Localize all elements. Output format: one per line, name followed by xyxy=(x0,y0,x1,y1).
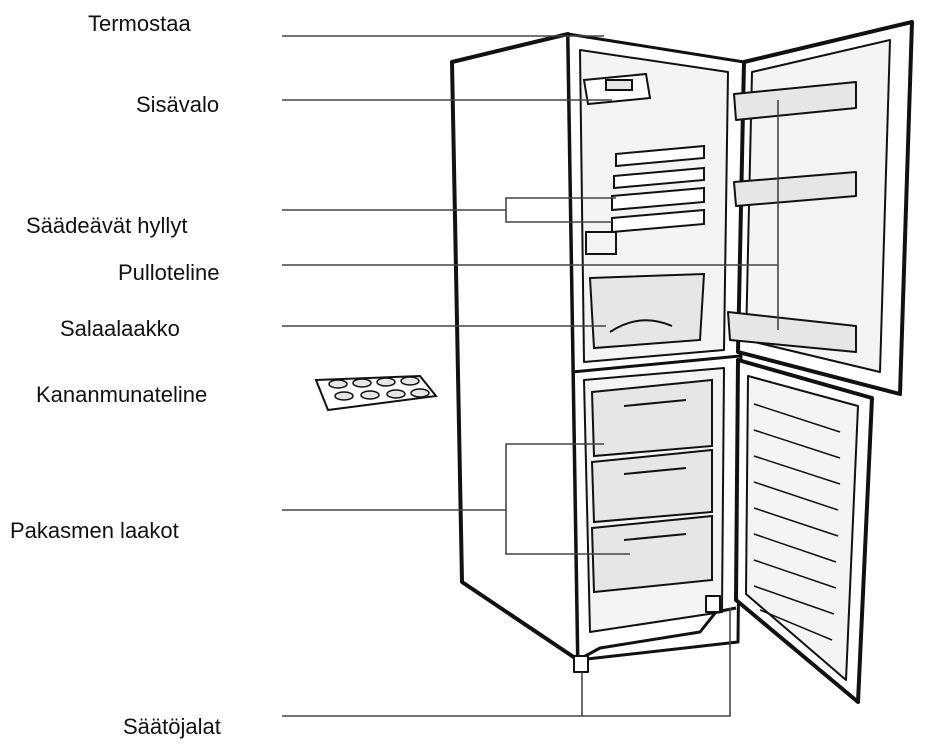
shelf-3 xyxy=(611,186,705,212)
label-adjustable-feet: Säätöjalat xyxy=(123,714,221,739)
leader-freezer-drawers xyxy=(282,443,630,555)
freezer-drawer-2 xyxy=(590,448,713,524)
fridge-contents xyxy=(582,72,706,350)
cabinet-side-panel xyxy=(450,32,580,662)
compartment-divider xyxy=(571,354,741,374)
door-bin-2 xyxy=(733,171,857,207)
leader-lines xyxy=(282,35,779,717)
leader-shelves xyxy=(282,197,616,223)
front-left-foot xyxy=(573,655,589,673)
label-group: Termostaa Sisävalo Säädeävät hyllyt Pull… xyxy=(10,11,221,739)
freezer-door-inner xyxy=(745,375,859,681)
label-freezer-drawers: Pakasmen laakot xyxy=(10,518,179,543)
crisper-drawer xyxy=(588,272,706,350)
front-right-foot xyxy=(705,595,721,613)
fridge-door xyxy=(727,20,914,396)
bottle-rack xyxy=(585,231,617,255)
label-thermostat: Termostaa xyxy=(88,11,191,36)
egg-tray-cups xyxy=(328,376,430,401)
shelf-2 xyxy=(613,166,705,190)
freezer-door xyxy=(734,358,874,704)
crisper-handle xyxy=(609,319,673,333)
freezer-contents xyxy=(590,378,713,594)
label-adjustable-shelves: Säädeävät hyllyt xyxy=(26,213,187,238)
drawer-handle-2 xyxy=(623,467,687,475)
shelf-4 xyxy=(611,208,705,234)
shelf-1 xyxy=(615,144,705,168)
label-bottle-rack: Pulloteline xyxy=(118,260,220,285)
interior-light xyxy=(605,79,633,91)
door-bin-3 xyxy=(727,311,857,353)
egg-tray xyxy=(314,374,438,412)
fridge-door-inner xyxy=(745,39,891,373)
drawer-handle-3 xyxy=(623,533,687,541)
cabinet-base xyxy=(577,606,737,662)
label-crisper: Salaalaakko xyxy=(60,316,180,341)
leader-feet xyxy=(282,608,731,717)
freezer-drawer-1 xyxy=(590,378,713,458)
door-bin-1 xyxy=(733,81,857,121)
freezer-door-ribs xyxy=(753,403,841,641)
drawer-handle-1 xyxy=(623,399,687,407)
label-interior-light: Sisävalo xyxy=(136,92,219,117)
label-egg-tray: Kananmunateline xyxy=(36,382,207,407)
